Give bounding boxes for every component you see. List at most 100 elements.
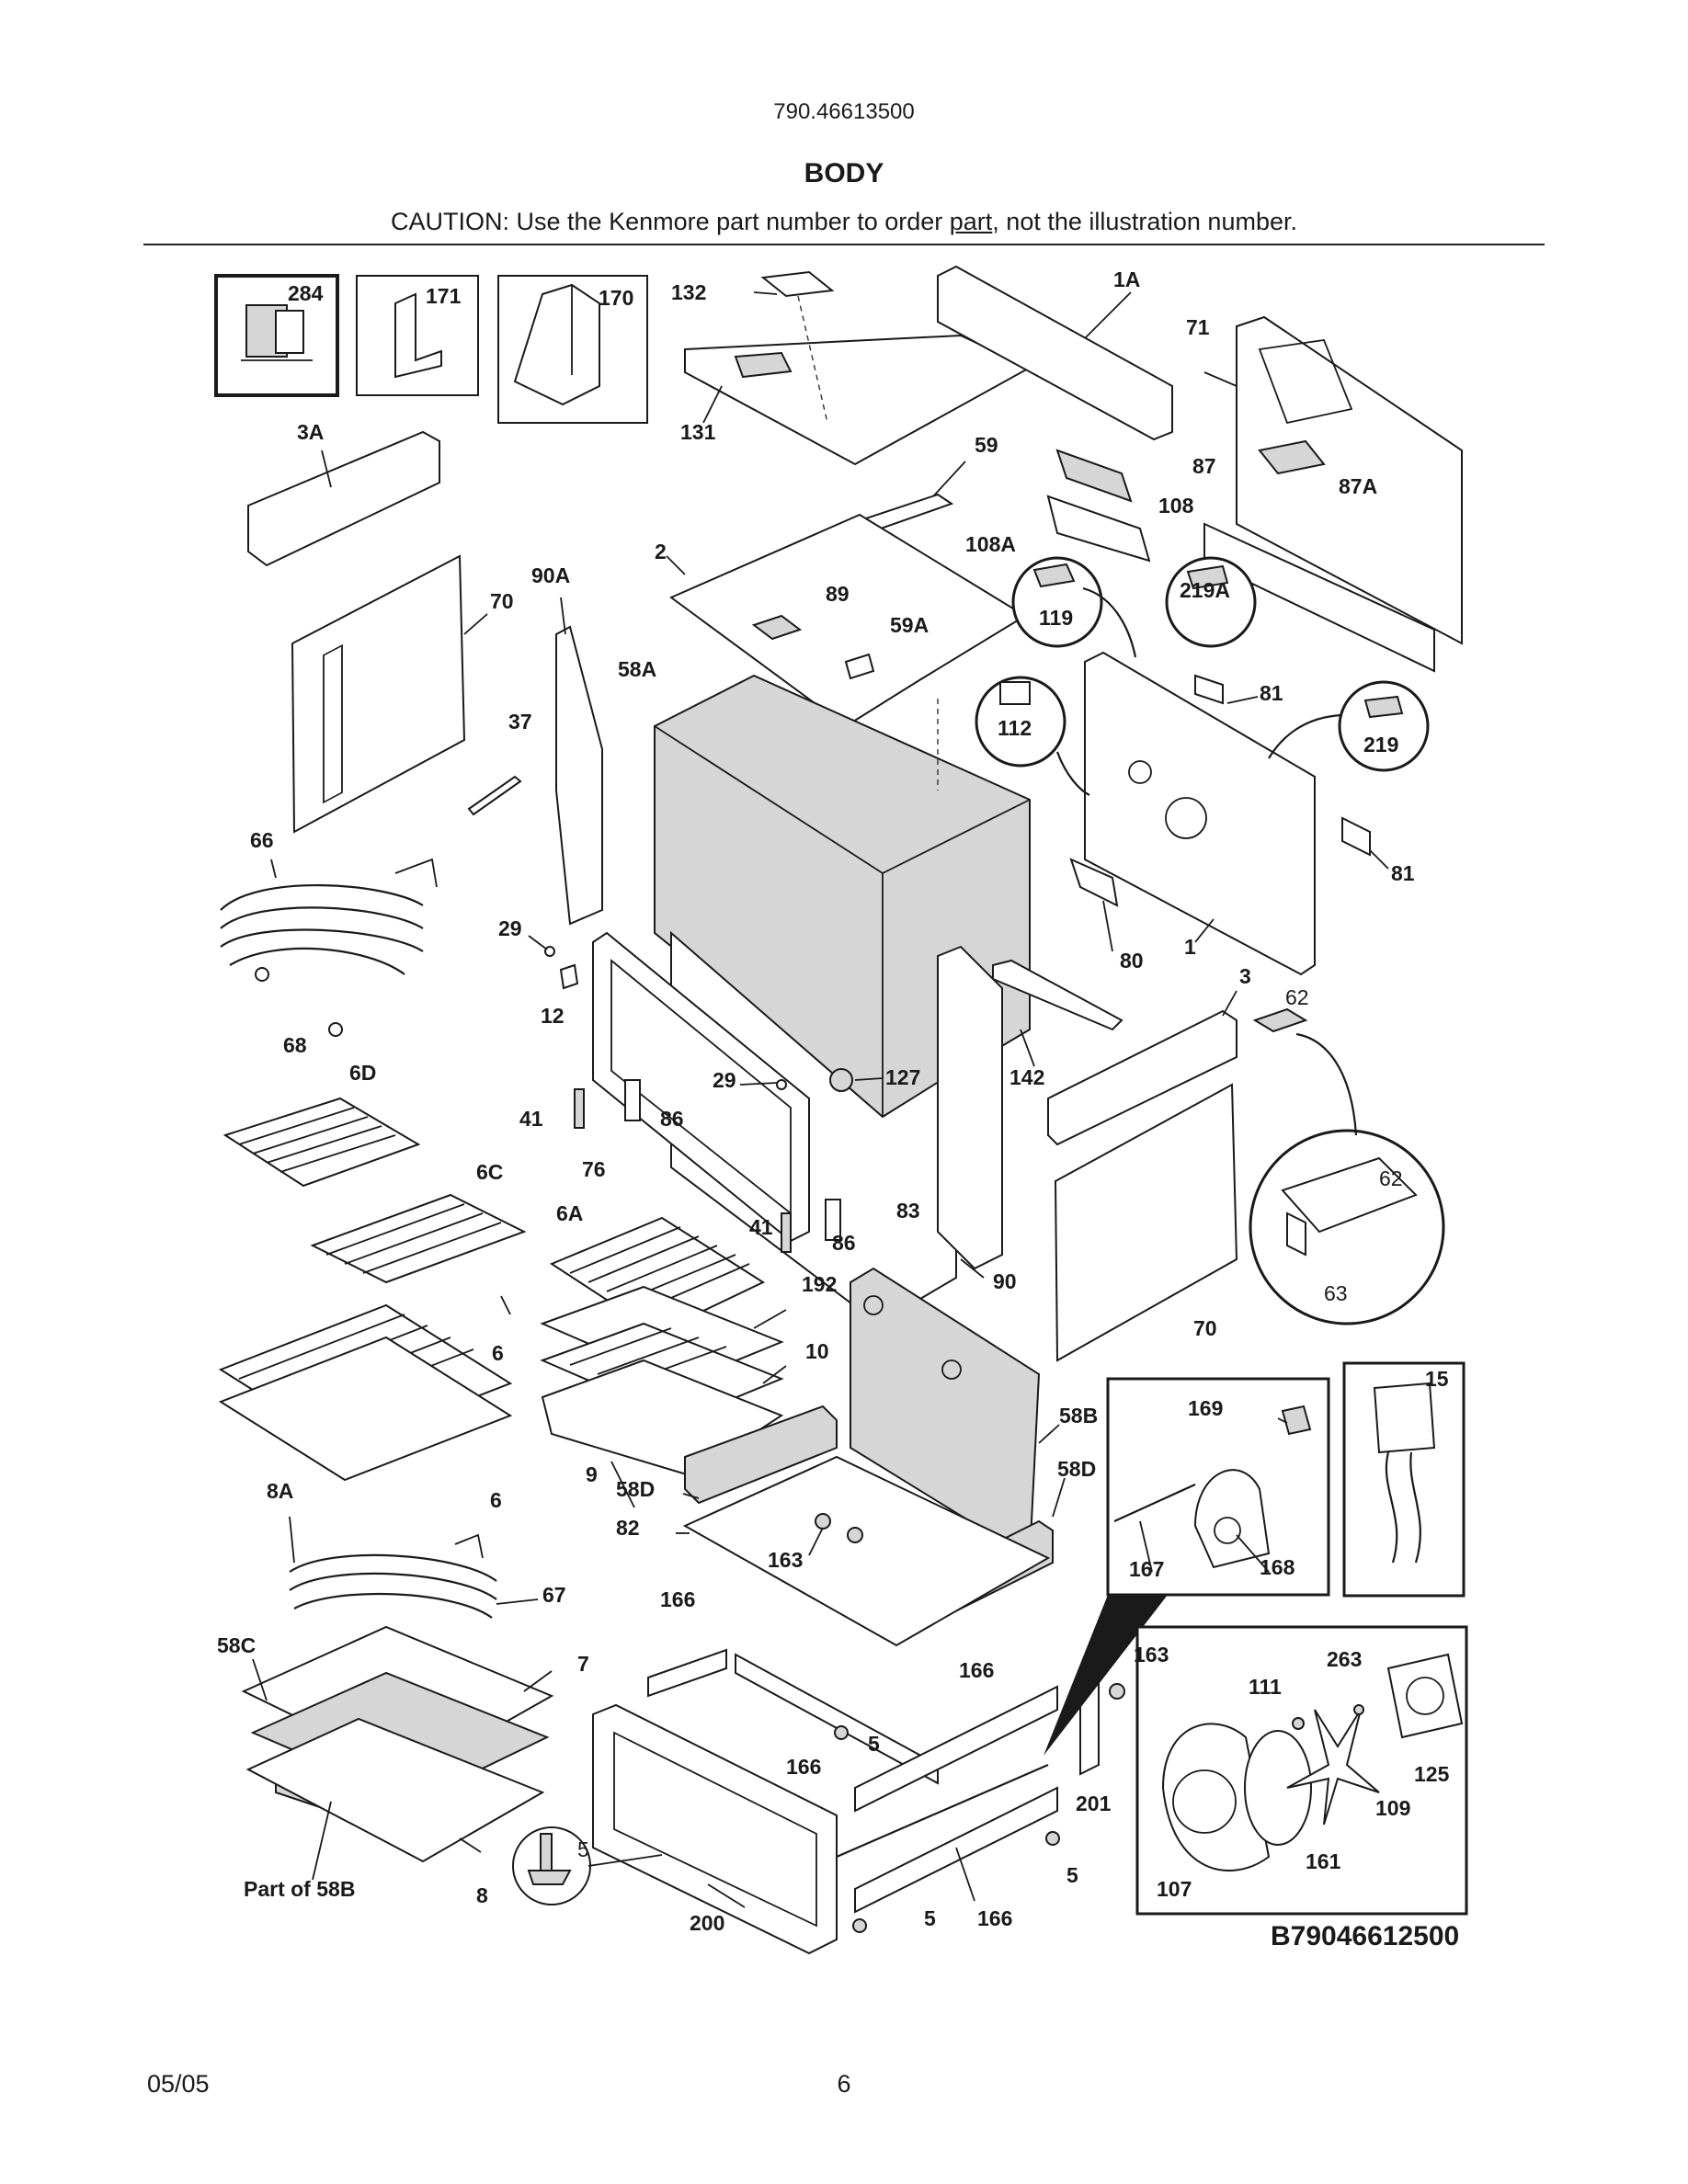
part-89-bracket[interactable] [751,614,803,641]
label-83[interactable]: 83 [896,1199,920,1223]
part-87A-bracket[interactable] [1258,439,1326,475]
label-87A[interactable]: 87A [1339,474,1377,498]
part-90-strip[interactable] [937,945,1003,1270]
part-29-screw-a[interactable] [544,946,555,957]
label-10[interactable]: 10 [805,1339,829,1363]
label-5-b[interactable]: 5 [1066,1863,1078,1887]
callout-62-63-detail[interactable] [1249,1129,1445,1325]
part-81-bracket-lower[interactable] [1341,816,1371,857]
part-83-oven-cavity[interactable] [670,930,957,1325]
label-70-left[interactable]: 70 [490,589,514,613]
label-166-d[interactable]: 166 [977,1906,1012,1930]
label-5-a[interactable]: 5 [868,1732,880,1756]
label-89[interactable]: 89 [826,582,850,606]
label-163-b[interactable]: 163 [1134,1643,1169,1666]
part-284-transformer[interactable] [214,274,339,397]
label-119[interactable]: 119 [1039,606,1073,630]
part-58B-door-insulation[interactable] [850,1267,1041,1560]
label-125[interactable]: 125 [1414,1762,1450,1786]
label-part-of-58B[interactable]: Part of 58B [244,1877,355,1901]
label-86-upper[interactable]: 86 [660,1107,684,1131]
label-167[interactable]: 167 [1129,1557,1164,1581]
label-66[interactable]: 66 [250,828,274,852]
label-90A[interactable]: 90A [531,563,570,587]
label-63[interactable]: 63 [1324,1281,1348,1305]
label-6D[interactable]: 6D [349,1061,376,1085]
part-81-bracket-upper[interactable] [1194,674,1224,705]
part-29-screw-b[interactable] [776,1079,787,1090]
label-2[interactable]: 2 [655,540,667,563]
part-170-bracket[interactable] [497,275,648,424]
part-87-rail[interactable] [1203,522,1435,673]
label-3[interactable]: 3 [1239,964,1251,988]
label-263[interactable]: 263 [1327,1647,1362,1671]
label-67[interactable]: 67 [542,1583,566,1607]
label-107[interactable]: 107 [1157,1877,1192,1901]
label-82[interactable]: 82 [616,1516,640,1540]
part-58D-insulation-strip-a[interactable] [684,1405,838,1505]
label-169[interactable]: 169 [1188,1396,1223,1420]
label-7[interactable]: 7 [577,1652,589,1676]
callout-112-fuse[interactable] [975,676,1066,768]
part-86-hinge-receiver-a[interactable] [624,1079,641,1121]
callout-219A-thermostat[interactable] [1165,556,1257,648]
label-6-upper[interactable]: 6 [492,1341,504,1365]
callout-219-thermostat[interactable] [1338,680,1430,772]
callout-119-thermostat[interactable] [1011,556,1103,648]
label-166-b[interactable]: 166 [959,1658,994,1682]
part-80-bracket[interactable] [1069,858,1119,907]
label-62-detail[interactable]: 62 [1379,1166,1403,1190]
label-58C[interactable]: 58C [217,1633,256,1657]
part-68-screw[interactable] [255,967,343,1037]
caution-part-link[interactable]: part [949,208,993,235]
leveling-leg-5-a[interactable] [834,1725,849,1740]
label-5-callout[interactable]: 5 [577,1837,589,1861]
part-41-strip-a[interactable] [574,1088,585,1129]
label-127[interactable]: 127 [885,1065,920,1089]
part-8A-bake-element[interactable] [289,1553,497,1619]
part-107-fan-cover[interactable] [1161,1723,1271,1871]
label-192[interactable]: 192 [802,1272,837,1296]
part-3A-rail[interactable] [247,430,440,567]
part-171-bracket[interactable] [356,275,479,396]
part-70-side-panel-right[interactable] [1054,1083,1238,1362]
part-142-strip[interactable] [992,959,1123,1031]
label-58D-b[interactable]: 58D [1057,1457,1096,1481]
label-200[interactable]: 200 [690,1911,724,1935]
part-263-washer[interactable] [1353,1704,1364,1715]
label-6-lower[interactable]: 6 [490,1488,502,1512]
part-8-bottom-tray[interactable] [245,1717,545,1863]
label-168[interactable]: 168 [1260,1555,1295,1579]
label-108A[interactable]: 108A [965,532,1016,556]
part-166-rail-b[interactable] [735,1653,939,1785]
label-62-small[interactable]: 62 [1285,985,1309,1009]
part-37-sensor[interactable] [467,775,522,816]
label-58D-a[interactable]: 58D [616,1477,655,1501]
leveling-leg-5-c[interactable] [852,1918,867,1933]
label-9[interactable]: 9 [586,1462,598,1486]
label-90[interactable]: 90 [993,1269,1017,1293]
part-86-hinge-receiver-b[interactable] [825,1199,841,1241]
label-3A[interactable]: 3A [297,420,324,444]
label-163-a[interactable]: 163 [768,1548,803,1572]
label-41-lower[interactable]: 41 [749,1215,773,1239]
part-70-side-panel-left[interactable] [291,554,466,834]
label-142[interactable]: 142 [1009,1065,1044,1089]
label-219[interactable]: 219 [1363,733,1398,756]
part-161-fan-ring[interactable] [1244,1730,1312,1846]
label-131[interactable]: 131 [680,420,716,444]
part-1-rear-panel[interactable] [1084,651,1316,976]
part-3-front-rail[interactable] [1047,1009,1237,1146]
part-167-hinge-rod[interactable] [1113,1483,1196,1523]
label-6A[interactable]: 6A [556,1201,583,1225]
label-171[interactable]: 171 [426,284,462,308]
label-81-upper[interactable]: 81 [1260,681,1283,705]
label-1A[interactable]: 1A [1113,267,1140,291]
label-37[interactable]: 37 [508,710,532,734]
label-81-lower[interactable]: 81 [1391,861,1415,885]
label-166-a[interactable]: 166 [660,1587,695,1611]
part-108-heater[interactable] [1055,449,1133,503]
label-59[interactable]: 59 [975,433,998,457]
part-15-control-box[interactable] [1342,1361,1466,1598]
part-12-screw[interactable] [559,963,579,990]
